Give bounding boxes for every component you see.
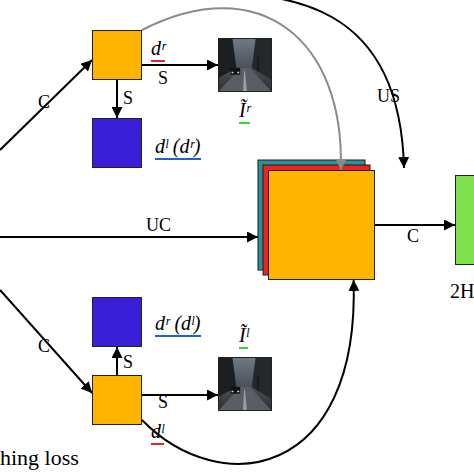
concat-label: UC — [146, 215, 171, 235]
consistency-block: dˡ (dʳ) — [92, 118, 142, 168]
warped-image: Ĩˡ — [218, 357, 272, 411]
consistency-block: dʳ (dˡ) — [92, 297, 142, 347]
flow-arrow — [375, 224, 455, 226]
flow-arrow — [142, 394, 218, 396]
street-photo — [219, 39, 271, 91]
image-label: Ĩˡ — [239, 324, 248, 349]
flow-arrow — [142, 280, 354, 464]
image-label: Ĩʳ — [239, 99, 250, 124]
flow-arrow — [116, 347, 118, 375]
disparity-label: dˡ (dʳ) — [155, 135, 201, 160]
disparity-label: dˡ — [151, 420, 164, 445]
edge-label: S — [158, 68, 168, 88]
size-label: 2H — [450, 280, 474, 302]
conv-block: dˡ — [92, 375, 142, 425]
loss-caption: hing loss — [0, 448, 79, 468]
upsample-label: US — [377, 86, 400, 106]
upsample-wire — [150, 0, 404, 168]
edge-label: C — [407, 226, 419, 246]
fused-feature-box — [268, 170, 375, 280]
input-wire — [0, 236, 258, 238]
edge-label: S — [158, 392, 168, 412]
concat-label: C — [38, 336, 50, 356]
input-wire — [0, 290, 92, 393]
warped-image: Ĩʳ — [218, 38, 272, 92]
flow-arrow — [142, 8, 341, 170]
edge-label: S — [123, 88, 133, 108]
disparity-label: dʳ — [151, 37, 165, 62]
flow-arrow — [142, 64, 218, 66]
street-photo — [219, 358, 271, 410]
flow-arrow — [116, 80, 118, 118]
input-wire — [0, 60, 92, 150]
edge-label: S — [123, 352, 133, 372]
conv-block: dʳ — [92, 30, 142, 80]
disparity-label: dʳ (dˡ) — [155, 312, 201, 337]
concat-label: C — [38, 92, 50, 112]
output-block: 2H — [455, 175, 474, 265]
